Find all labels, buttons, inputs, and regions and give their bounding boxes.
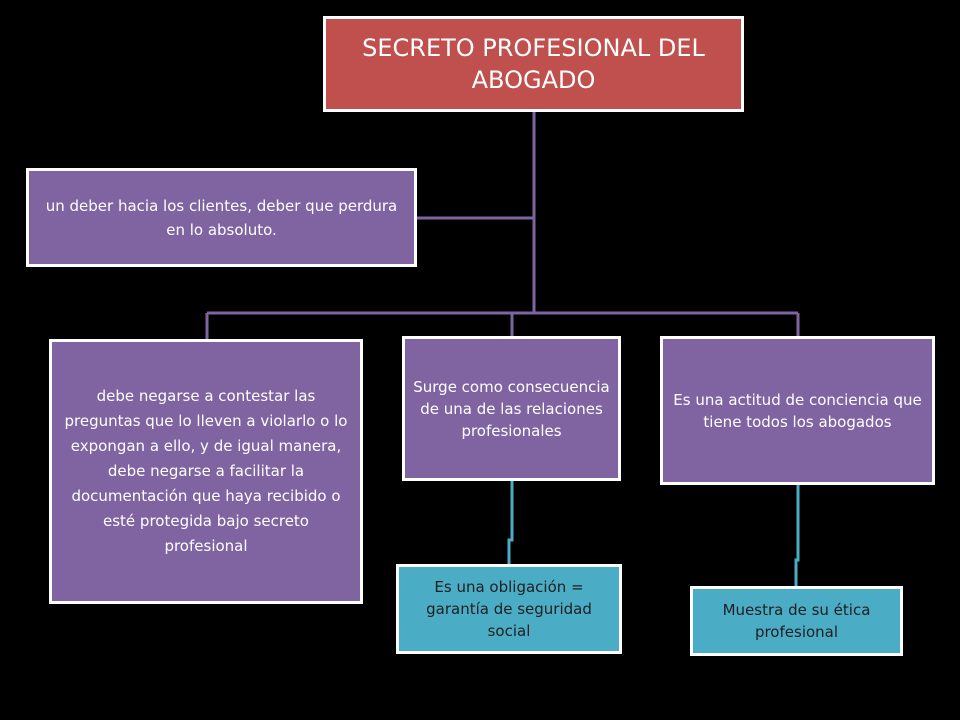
root-node: SECRETO PROFESIONAL DEL ABOGADO [323,16,744,112]
refuse-node-label: debe negarse a contestar las preguntas q… [64,387,348,555]
ethics-node-label: Muestra de su ética profesional [722,601,871,641]
duty-node-label: un deber hacia los clientes, deber que p… [45,196,398,239]
root-node-label: SECRETO PROFESIONAL DEL ABOGADO [362,34,705,94]
arises-node-label: Surge como consecuencia de una de las re… [413,377,610,440]
connector-arises-to-obligation [507,481,514,564]
ethics-node: Muestra de su ética profesional [690,586,903,656]
connector-attitude-to-ethics [794,485,800,586]
arises-node: Surge como consecuencia de una de las re… [402,336,621,481]
refuse-node: debe negarse a contestar las preguntas q… [49,339,363,604]
duty-node: un deber hacia los clientes, deber que p… [26,168,417,267]
attitude-node-label: Es una actitud de conciencia que tiene t… [673,390,922,431]
obligation-node-label: Es una obligación = garantía de segurida… [426,578,592,640]
attitude-node: Es una actitud de conciencia que tiene t… [660,336,935,485]
obligation-node: Es una obligación = garantía de segurida… [396,564,622,654]
